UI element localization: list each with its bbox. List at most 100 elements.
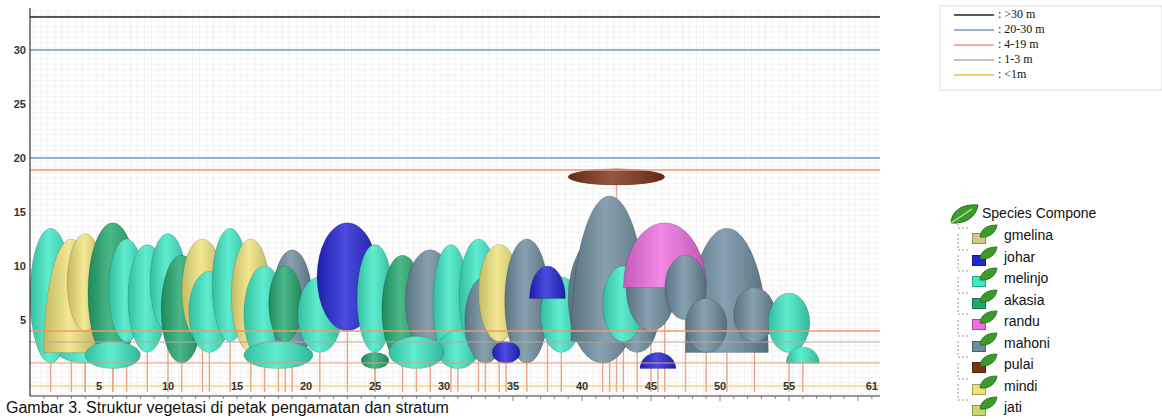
y-axis-label: 5 (20, 314, 26, 326)
crown-shading (389, 336, 444, 368)
tick (568, 396, 569, 399)
tick (871, 396, 872, 399)
tree-crown (640, 352, 676, 368)
x-axis (30, 395, 882, 396)
tick (554, 396, 555, 399)
tree-crown (244, 342, 313, 369)
crown-shading (244, 342, 313, 369)
legend-label: johar (1004, 250, 1035, 265)
tree-trunk (181, 363, 183, 392)
x-axis-label: 35 (507, 380, 519, 392)
tick (457, 396, 458, 399)
tick (720, 396, 721, 401)
tick (526, 396, 527, 399)
tick (816, 396, 817, 399)
y-axis-label: 30 (14, 44, 26, 56)
height-line (30, 169, 880, 170)
x-axis-label: 25 (369, 380, 381, 392)
legend-line-sample (954, 27, 994, 33)
tick (513, 396, 514, 401)
leaf-icon (978, 310, 998, 324)
tick (540, 396, 541, 399)
legend-label: jati (1004, 400, 1022, 415)
tree-trunk (505, 363, 507, 392)
tree-trunk (802, 363, 804, 392)
height-line (30, 16, 880, 18)
crown-shading (269, 266, 302, 342)
tree-trunk (402, 363, 404, 392)
legend-label: akasia (1004, 293, 1044, 308)
legend-label: mahoni (1004, 336, 1050, 351)
crown-shading (492, 342, 520, 364)
leaf-icon (978, 224, 998, 238)
tree-crown (492, 342, 520, 364)
crown-shading (568, 169, 665, 185)
legend-label: : 20-30 m (998, 23, 1045, 36)
height-line (30, 49, 880, 50)
leaf-icon (978, 246, 998, 260)
leaf-icon (978, 353, 998, 367)
x-axis-label: 45 (645, 380, 657, 392)
x-axis-label: 55 (783, 380, 795, 392)
tree-crown (85, 342, 140, 369)
legend-line-sample (954, 12, 994, 18)
legend-label: pulai (1004, 357, 1034, 372)
tick (582, 396, 583, 401)
tree-crown (361, 352, 389, 368)
leaf-icon (948, 203, 980, 225)
x-axis-label: 30 (438, 380, 450, 392)
height-line (30, 342, 880, 343)
x-axis-label: 15 (231, 380, 243, 392)
leaf-icon (978, 267, 998, 281)
tick (761, 396, 762, 399)
legend-ground (880, 0, 1162, 419)
crown-shading (768, 293, 809, 352)
height-line (30, 330, 880, 331)
figure-caption: Gambar 3. Struktur vegetasi di petak pen… (4, 399, 451, 417)
tick (637, 396, 638, 399)
legend-label: : 4-19 m (998, 38, 1039, 51)
height-line (30, 363, 880, 364)
x-axis-label: 61 (866, 380, 878, 392)
tick (830, 396, 831, 399)
legend-frame (940, 6, 1162, 90)
x-axis-label: 20 (300, 380, 312, 392)
legend-label: mindi (1004, 379, 1037, 394)
tree-crown (530, 266, 566, 298)
tick (775, 396, 776, 399)
tree-crown (568, 169, 665, 185)
tick (844, 396, 845, 399)
crown-shading (530, 266, 566, 298)
leaf-icon (978, 375, 998, 389)
legend-label: : >30 m (998, 8, 1035, 21)
tree-trunk (602, 363, 604, 392)
legend-line-sample (954, 42, 994, 48)
height-line (30, 386, 880, 387)
x-axis-label: 40 (576, 380, 588, 392)
tick (651, 396, 652, 401)
tree-profiles (30, 169, 819, 392)
tree-trunk (416, 369, 418, 392)
tick (789, 396, 790, 401)
leaf-icon (978, 396, 998, 410)
tick (678, 396, 679, 399)
tree-trunk (112, 369, 114, 392)
y-axis (29, 8, 30, 396)
y-axis-label: 15 (14, 206, 26, 218)
tree-trunk (485, 363, 487, 392)
crown-shading (686, 298, 727, 352)
tree-trunk (229, 342, 231, 392)
tree-crown (786, 347, 819, 363)
legend-label: : 1-3 m (998, 53, 1033, 66)
tick (747, 396, 748, 399)
tree-crown (768, 293, 809, 352)
leaf-icon (978, 332, 998, 346)
y-axis-label: 20 (14, 152, 26, 164)
grid (30, 10, 880, 396)
legend-label: gmelina (1004, 228, 1053, 243)
legend-heading: Species Compone (982, 206, 1096, 221)
tick (609, 396, 610, 399)
tree-crown (686, 298, 727, 352)
tree-crown (269, 266, 302, 342)
tick (692, 396, 693, 399)
